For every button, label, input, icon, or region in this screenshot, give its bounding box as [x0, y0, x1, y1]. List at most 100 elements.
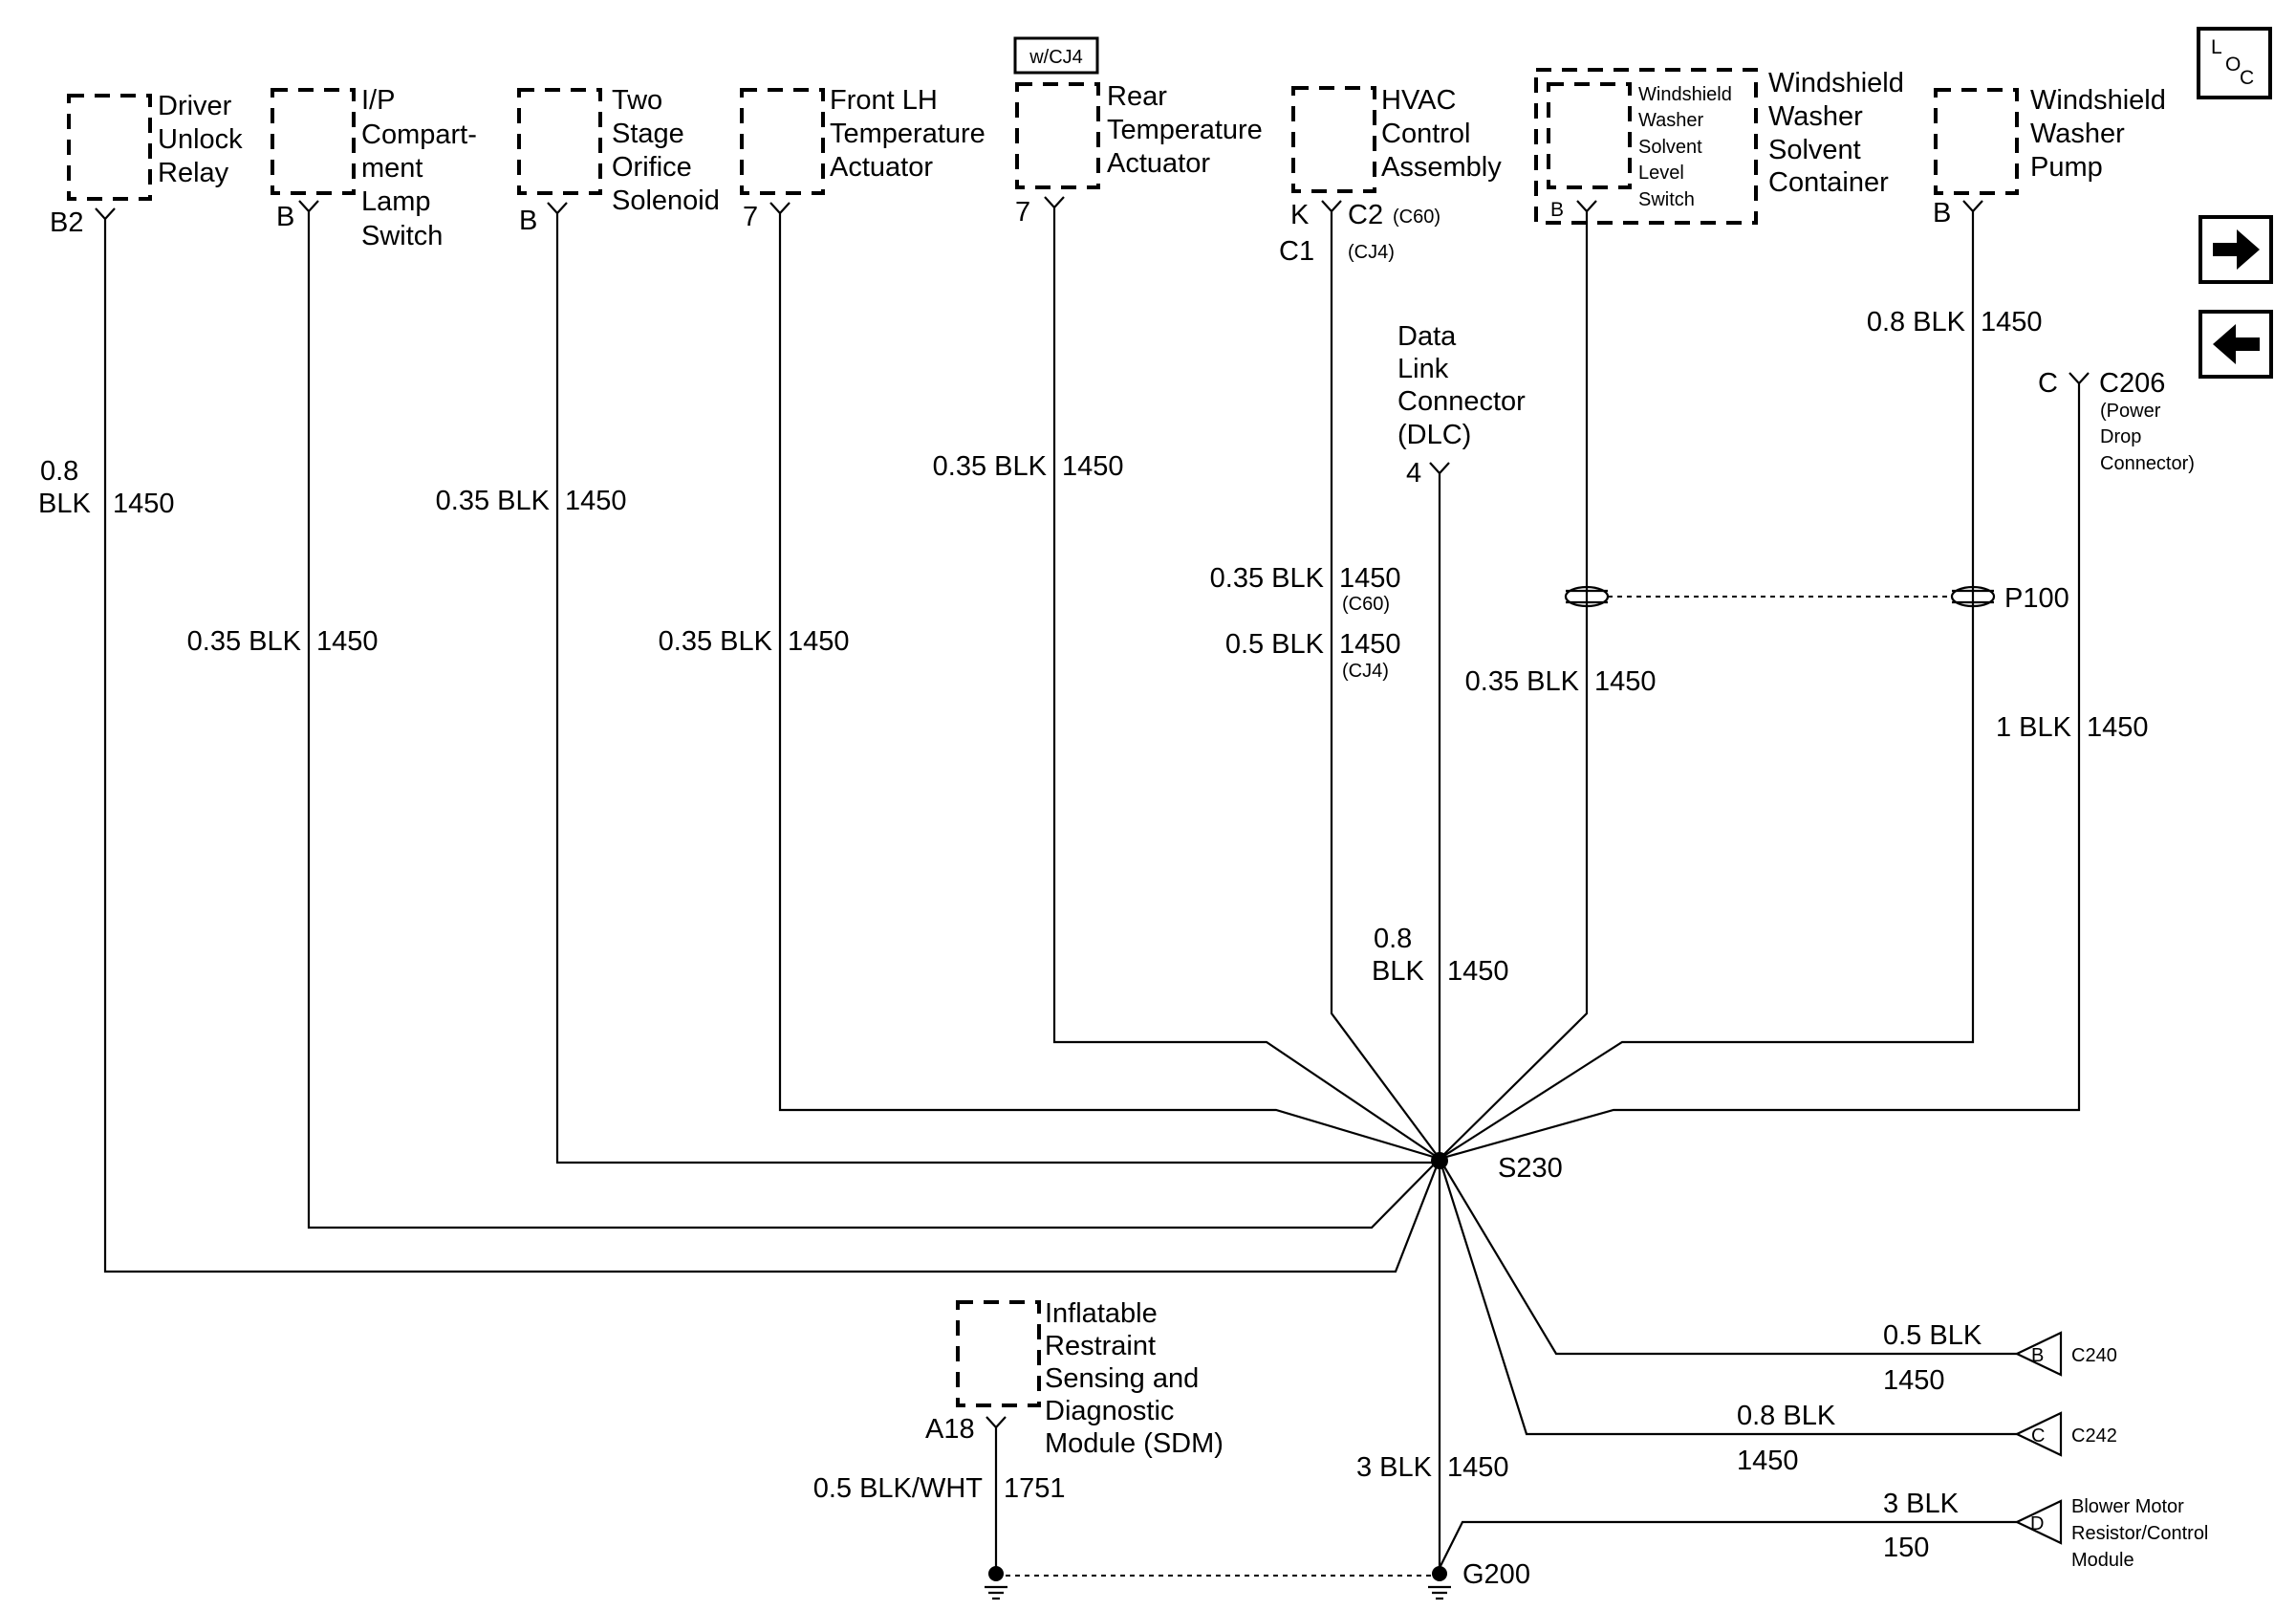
wire-front-lh-spec: 0.35 BLK: [659, 626, 773, 657]
pin-c206: C: [2038, 368, 2058, 399]
wire-sdm-spec: 0.5 BLK/WHT: [813, 1473, 984, 1504]
washer-level-switch-label-2: Washer: [1638, 110, 1704, 131]
wire-rear-circuit: 1450: [1062, 451, 1124, 482]
sdm-box: [956, 1300, 1041, 1407]
two-stage-solenoid-label-4: Solenoid: [612, 185, 720, 216]
c240-label: C240: [2071, 1345, 2117, 1366]
wire-level-switch-spec: 0.35 BLK: [1465, 666, 1580, 697]
ip-lamp-switch-label-1: I/P: [361, 85, 395, 116]
washer-pump-label-1: Windshield: [2030, 85, 2166, 116]
washer-pump-label-3: Pump: [2030, 152, 2103, 183]
c240-connector: B: [2014, 1331, 2063, 1377]
wire-pump-lower-circuit: 1450: [2087, 712, 2149, 743]
wire-blower-spec: 3 BLK: [1883, 1489, 1960, 1519]
pin-sdm: A18: [925, 1414, 975, 1445]
wire-hvac-cj4-circuit: 1450: [1339, 629, 1401, 660]
two-stage-solenoid-label-2: Stage: [612, 119, 684, 149]
wires: [103, 218, 2081, 1577]
wire-c240-spec: 0.5 BLK: [1883, 1320, 1982, 1351]
sdm-label-4: Diagnostic: [1045, 1396, 1174, 1426]
two-stage-solenoid-label-1: Two: [612, 85, 662, 116]
sdm-label-3: Sensing and: [1045, 1363, 1199, 1394]
rear-option-box: [1013, 36, 1099, 75]
blower-module-label-1: Blower Motor: [2071, 1496, 2184, 1517]
blower-module-label-2: Resistor/Control: [2071, 1523, 2208, 1544]
rear-option-label: w/CJ4: [1029, 47, 1083, 68]
two-stage-solenoid-box: [517, 88, 602, 195]
two-stage-solenoid-label-3: Orifice: [612, 152, 692, 183]
washer-container-label-3: Solvent: [1768, 135, 1861, 165]
svg-text:D: D: [2030, 1513, 2044, 1534]
hvac-assembly-label-3: Assembly: [1381, 152, 1502, 183]
ip-lamp-switch-label-3: ment: [361, 153, 422, 184]
dlc-label-4: (DLC): [1397, 420, 1471, 450]
wire-c242-spec: 0.8 BLK: [1737, 1401, 1836, 1431]
c242-connector: C: [2014, 1411, 2063, 1457]
loc-icon[interactable]: L O C: [2197, 27, 2272, 99]
ip-lamp-switch-label-4: Lamp: [361, 186, 431, 217]
arrow-right-icon[interactable]: [2199, 215, 2273, 284]
wire-blower-circuit: 150: [1883, 1533, 1929, 1563]
sdm-label-1: Inflatable: [1045, 1298, 1158, 1329]
c206-desc-3: Connector): [2100, 453, 2195, 474]
washer-level-switch-label-3: Solvent: [1638, 137, 1702, 158]
wire-pump-upper-spec: 0.8 BLK: [1867, 307, 1966, 337]
wire-hvac-c60-spec: 0.35 BLK: [1210, 563, 1325, 594]
wire-ip-lamp-spec: 0.35 BLK: [187, 626, 302, 657]
wire-ip-lamp-circuit: 1450: [316, 626, 379, 657]
washer-container-label-2: Washer: [1768, 101, 1863, 132]
pin-hvac-c1: C1: [1279, 236, 1314, 267]
c206-label: C206: [2099, 368, 2165, 399]
svg-text:C: C: [2240, 67, 2254, 89]
c242-label: C242: [2071, 1425, 2117, 1447]
dlc-label-3: Connector: [1397, 386, 1526, 417]
ground-symbol-g200: [1428, 1566, 1451, 1600]
wire-hvac-c60-circuit: 1450: [1339, 563, 1401, 594]
pin-hvac-c2: C2: [1348, 200, 1383, 230]
rear-actuator-label-1: Rear: [1107, 81, 1167, 112]
c206-desc-2: Drop: [2100, 426, 2141, 447]
rear-actuator-label-2: Temperature: [1107, 115, 1263, 145]
washer-container-label-1: Windshield: [1768, 68, 1904, 98]
wire-hvac-c60-note: (C60): [1342, 594, 1390, 615]
pin-driver-unlock: B2: [50, 207, 83, 238]
washer-container-label-4: Container: [1768, 167, 1889, 198]
washer-level-switch-box: [1547, 82, 1632, 189]
hvac-assembly-box: [1291, 86, 1376, 193]
wire-hvac-cj4-note: (CJ4): [1342, 661, 1389, 682]
front-lh-actuator-label-1: Front LH: [830, 85, 938, 116]
wire-two-stage-spec: 0.35 BLK: [436, 486, 551, 516]
pin-ip-lamp: B: [276, 202, 294, 232]
dlc-label-1: Data: [1397, 321, 1457, 352]
wire-level-switch-circuit: 1450: [1594, 666, 1657, 697]
wire-dlc-circuit: 1450: [1447, 956, 1509, 987]
pin-rear: 7: [1015, 197, 1030, 228]
wire-front-lh-circuit: 1450: [788, 626, 850, 657]
wire-c242-circuit: 1450: [1737, 1446, 1799, 1476]
arrow-left-icon[interactable]: [2199, 310, 2273, 379]
wire-ground-main-spec: 3 BLK: [1356, 1452, 1433, 1483]
pin-level-switch: B: [1550, 199, 1564, 221]
wire-c240-circuit: 1450: [1883, 1365, 1945, 1396]
s230-label: S230: [1498, 1153, 1563, 1184]
connector-symbols: [95, 196, 2090, 1438]
wire-driver-gauge: 0.8: [40, 456, 78, 487]
wire-sdm-circuit: 1751: [1004, 1473, 1066, 1504]
c206-desc-1: (Power: [2100, 401, 2161, 422]
wire-dlc-color: BLK: [1372, 956, 1424, 987]
washer-level-switch-label-5: Switch: [1638, 189, 1695, 210]
g200-label: G200: [1462, 1559, 1530, 1590]
washer-pump-label-2: Washer: [2030, 119, 2125, 149]
ip-lamp-switch-label-5: Switch: [361, 221, 443, 251]
pin-pump: B: [1933, 198, 1951, 228]
pin-hvac-k: K: [1290, 200, 1310, 230]
washer-pump-box: [1934, 88, 2019, 195]
svg-text:B: B: [2031, 1345, 2044, 1366]
ip-lamp-switch-label-2: Compart-: [361, 120, 477, 150]
pin-dlc: 4: [1406, 458, 1421, 489]
wire-driver-circuit: 1450: [113, 489, 175, 519]
driver-unlock-relay-label-2: Unlock: [158, 124, 243, 155]
pin-hvac-c1-note: (CJ4): [1348, 242, 1395, 263]
wire-pump-lower-spec: 1 BLK: [1996, 712, 2072, 743]
front-lh-actuator-label-2: Temperature: [830, 119, 986, 149]
